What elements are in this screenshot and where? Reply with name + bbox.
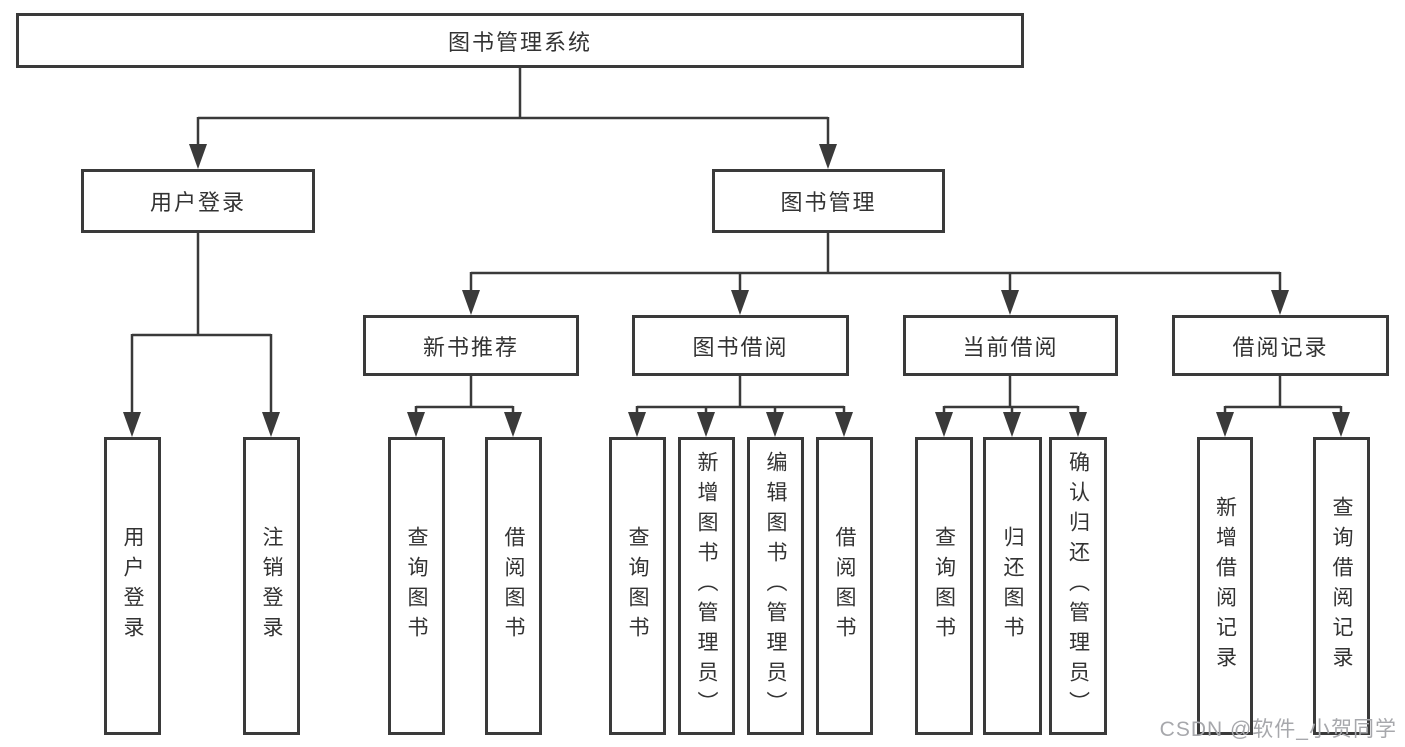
node-user-login: 用户登录: [81, 169, 315, 233]
node-label: 当前借阅: [962, 334, 1059, 360]
leaf-borrow-book-2: 借阅图书: [816, 437, 873, 735]
leaf-query-book-2: 查询图书: [609, 437, 666, 735]
node-label: 确认归还（管理员）: [1066, 451, 1090, 721]
leaf-add-borrow-record: 新增借阅记录: [1197, 437, 1253, 735]
node-label: 归还图书: [1001, 526, 1024, 646]
node-label: 新增图书（管理员）: [695, 451, 718, 721]
csdn-watermark: CSDN @软件_小贺同学: [1159, 718, 1397, 741]
node-label: 图书管理: [780, 190, 877, 215]
node-label: 图书管理系统: [447, 29, 592, 55]
node-label: 查询借阅记录: [1330, 496, 1353, 676]
connector-root-to-level2: [189, 68, 837, 169]
connector-current-borrow-branch: [935, 376, 1087, 437]
leaf-borrow-book-1: 借阅图书: [485, 437, 542, 735]
leaf-logout: 注销登录: [243, 437, 300, 735]
node-label: 借阅图书: [833, 526, 856, 646]
leaf-user-login: 用户登录: [104, 437, 161, 735]
node-label: 用户登录: [121, 526, 144, 646]
node-label: 借阅图书: [502, 526, 525, 646]
connector-borrow-record-branch: [1216, 376, 1350, 437]
node-book-management: 图书管理: [712, 169, 945, 233]
node-label: 编辑图书（管理员）: [764, 451, 787, 721]
node-label: 新增借阅记录: [1213, 496, 1237, 676]
node-new-book-recommend: 新书推荐: [363, 315, 579, 376]
connector-book-borrow-branch: [628, 376, 853, 437]
connector-book-management-branch: [462, 233, 1289, 315]
leaf-query-borrow-record: 查询借阅记录: [1313, 437, 1370, 735]
leaf-confirm-return-admin: 确认归还（管理员）: [1049, 437, 1107, 735]
node-label: 用户登录: [149, 190, 246, 215]
node-label: 借阅记录: [1232, 334, 1329, 360]
connector-new-book-branch: [407, 376, 522, 437]
leaf-query-book-1: 查询图书: [388, 437, 445, 735]
node-label: 图书借阅: [692, 334, 789, 360]
node-label: 注销登录: [260, 526, 283, 646]
connector-user-login-branch: [123, 233, 280, 437]
node-borrow-record: 借阅记录: [1172, 315, 1389, 376]
leaf-edit-book-admin: 编辑图书（管理员）: [747, 437, 804, 735]
node-book-borrow: 图书借阅: [632, 315, 849, 376]
leaf-query-book-3: 查询图书: [915, 437, 973, 735]
node-label: 查询图书: [932, 526, 956, 646]
node-label: 新书推荐: [422, 334, 519, 360]
node-label: 查询图书: [626, 526, 649, 646]
node-label: 查询图书: [405, 526, 428, 646]
node-current-borrow: 当前借阅: [903, 315, 1118, 376]
node-book-management-system: 图书管理系统: [16, 13, 1024, 68]
leaf-return-book: 归还图书: [983, 437, 1042, 735]
leaf-add-book-admin: 新增图书（管理员）: [678, 437, 735, 735]
